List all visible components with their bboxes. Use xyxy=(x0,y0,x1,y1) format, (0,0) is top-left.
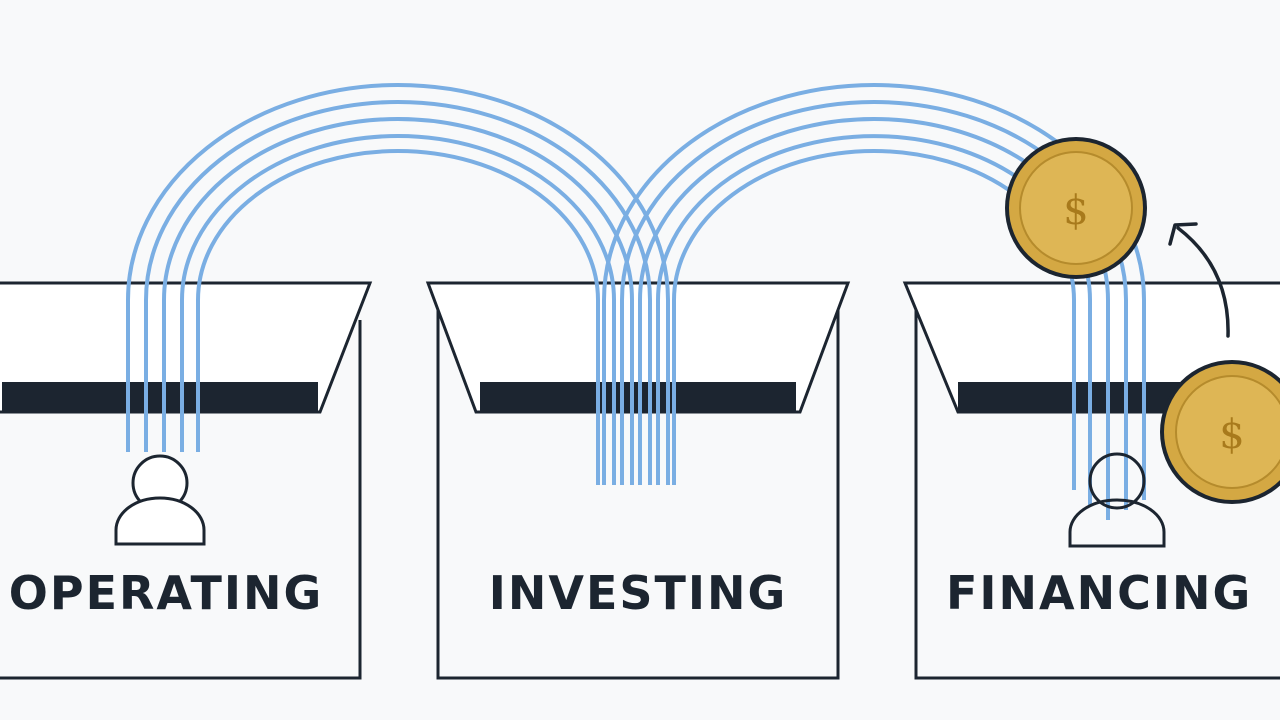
box-investing-body xyxy=(436,310,840,680)
person-icon xyxy=(114,454,206,546)
box-operating xyxy=(0,281,373,680)
coin-symbol: $ xyxy=(1063,188,1088,234)
box-operating-slot xyxy=(2,382,318,412)
box-operating-body xyxy=(0,320,362,680)
box-operating-lid xyxy=(0,281,373,414)
investing-label: INVESTING xyxy=(488,566,788,620)
arrow-up-icon xyxy=(1168,222,1230,338)
coin-icon: $ xyxy=(1160,360,1280,504)
person-icon xyxy=(1068,452,1166,548)
financing-label: FINANCING xyxy=(946,566,1253,620)
flow-arc-operating-investing xyxy=(126,83,670,485)
coin-icon: $ xyxy=(1005,137,1147,279)
operating-label: OPERATING xyxy=(8,566,324,620)
coin-symbol: $ xyxy=(1219,412,1244,458)
box-financing-body xyxy=(914,310,1280,680)
